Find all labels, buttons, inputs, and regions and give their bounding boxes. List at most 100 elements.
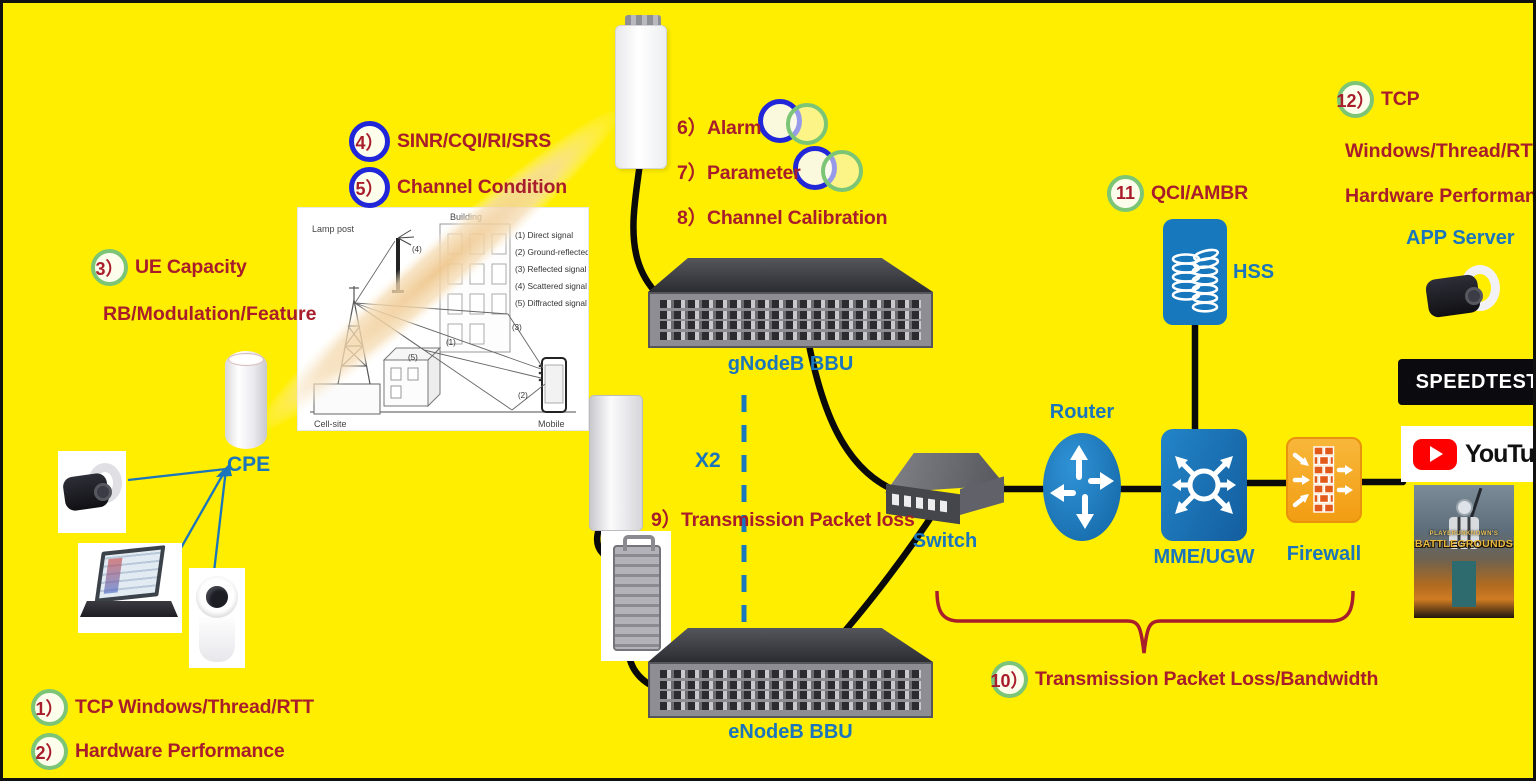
firewall-icon — [1292, 446, 1353, 513]
annotation-6-circles — [758, 99, 828, 145]
annotation-11-number: 11 — [1107, 175, 1144, 212]
annotation-11-text: QCI/AMBR — [1151, 182, 1248, 204]
green-circle-icon — [786, 103, 828, 145]
laptop-display — [99, 549, 161, 599]
legend-line-2: (2) Ground-reflected signal — [515, 247, 588, 257]
annotation-9-text: 9）Transmission Packet loss — [651, 509, 915, 531]
legend-line-1: (1) Direct signal — [515, 230, 573, 240]
pubg-legs — [1452, 561, 1476, 607]
laptop-screen — [94, 545, 166, 603]
rru-unit — [613, 535, 661, 651]
annotation-10: 10） Transmission Packet Loss/Bandwidth — [990, 661, 1379, 698]
youtube-label: YouTube — [1465, 439, 1535, 468]
mme-ugw-icon — [1172, 456, 1236, 514]
cell-site-label: Cell-site — [314, 419, 347, 429]
app-server-headset — [1423, 259, 1508, 333]
ray-label-3: (3) — [512, 323, 522, 332]
ray-label-4: (4) — [412, 245, 422, 254]
ray-label-5: (5) — [408, 353, 418, 362]
annotation-2-number: 2） — [31, 733, 68, 770]
enodeb-bbu-device — [648, 628, 933, 718]
camera-head — [196, 576, 238, 618]
gnodeb-bbu-device — [648, 258, 933, 348]
annotation-3: 3） UE Capacity — [91, 249, 247, 286]
laptop-base — [80, 601, 178, 617]
transmission-brace — [935, 590, 1355, 654]
app-headset-lens — [1465, 287, 1483, 305]
annotation-12-line3: Hardware Performance — [1345, 185, 1536, 207]
rru-card — [601, 531, 671, 661]
enodeb-bbu-front — [648, 662, 933, 718]
scatter-rays — [397, 229, 415, 246]
gnodeb-bbu-chassis-top — [648, 258, 933, 292]
cpe-device — [225, 351, 267, 449]
annotation-3-number: 3） — [91, 249, 128, 286]
annotation-2-text: Hardware Performance — [75, 740, 285, 762]
camera-body — [199, 615, 235, 662]
vr-lens — [94, 483, 112, 501]
enodeb-bbu-chassis-top — [648, 628, 933, 662]
annotation-8-text: 8）Channel Calibration — [677, 207, 888, 229]
annotation-4-text: SINR/CQI/RI/SRS — [397, 130, 552, 152]
cpe-label: CPE — [227, 453, 271, 476]
lte-panel-antenna — [589, 395, 643, 531]
annotation-6: 6）Alarm — [677, 111, 761, 140]
ray-endpoint-dots — [538, 364, 542, 382]
annotation-6-text: 6）Alarm — [677, 117, 762, 139]
annotation-2: 2） Hardware Performance — [31, 733, 285, 770]
annotation-5-text: Channel Condition — [397, 176, 567, 198]
speedtest-label: SPEEDTEST — [1415, 370, 1536, 393]
speedtest-gauge-icon — [1408, 381, 1409, 383]
annotation-4-number: 4） — [349, 121, 390, 162]
gnodeb-bbu-front — [648, 292, 933, 348]
annotation-7-text: 7）Parameter — [677, 162, 801, 184]
camera-lens — [206, 586, 228, 608]
cable-gnodeb-to-switch — [805, 341, 900, 495]
line-cpe-vr — [127, 467, 227, 482]
enodeb-bbu-label: eNodeB BBU — [728, 721, 853, 743]
mme-ugw-device — [1161, 429, 1247, 541]
laptop-card — [78, 543, 182, 633]
switch-device — [885, 453, 1005, 525]
antenna-beam — [257, 110, 619, 432]
annotation-7-circles — [793, 146, 863, 192]
pubg-poster: PLAYERUNKNOWN'S BATTLEGROUNDS — [1414, 485, 1514, 618]
router-device — [1043, 433, 1121, 541]
pubg-helmet — [1456, 499, 1473, 516]
annotation-12-number: 12） — [1336, 81, 1375, 118]
annotation-4: 4） SINR/CQI/RI/SRS — [349, 121, 551, 162]
app-server-label: APP Server — [1406, 227, 1515, 249]
annotation-5-number: 5） — [349, 167, 390, 208]
annotation-12-text: TCP — [1381, 88, 1420, 110]
youtube-play-icon — [1413, 438, 1457, 470]
aau-panel-antenna — [615, 25, 667, 169]
annotation-12: 12） TCP — [1336, 81, 1420, 118]
annotation-10-number: 10） — [990, 661, 1029, 698]
x2-label: X2 — [695, 449, 721, 472]
annotation-8: 8）Channel Calibration — [677, 201, 888, 230]
hss-label: HSS — [1233, 261, 1275, 283]
mobile-phone — [541, 357, 567, 413]
annotation-7: 7）Parameter — [677, 156, 801, 185]
hss-database-icon — [1171, 248, 1220, 313]
annotation-10-text: Transmission Packet Loss/Bandwidth — [1035, 668, 1379, 690]
legend-line-3: (3) Reflected signal — [515, 264, 587, 274]
annotation-3-text: UE Capacity — [135, 256, 247, 278]
annotation-9: 9）Transmission Packet loss — [651, 503, 915, 532]
green-circle-icon — [821, 150, 863, 192]
camera-card — [189, 568, 245, 668]
pubg-subtitle: PLAYERUNKNOWN'S — [1429, 531, 1499, 537]
ray-label-1: (1) — [446, 338, 456, 347]
mobile-label: Mobile — [538, 419, 565, 429]
switch-label: Switch — [912, 530, 978, 552]
annotation-1-text: TCP Windows/Thread/RTT — [75, 696, 314, 718]
ray-label-2: (2) — [518, 391, 528, 400]
pubg-title: BATTLEGROUNDS — [1414, 538, 1514, 550]
youtube-banner: YouTube — [1401, 426, 1535, 482]
legend-line-4: (4) Scattered signal — [515, 281, 587, 291]
annotation-12-line2: Windows/Thread/RTT — [1345, 140, 1536, 162]
router-label: Router — [1049, 401, 1115, 423]
lamp-post-label: Lamp post — [312, 224, 355, 234]
annotation-11: 11 QCI/AMBR — [1107, 175, 1248, 212]
